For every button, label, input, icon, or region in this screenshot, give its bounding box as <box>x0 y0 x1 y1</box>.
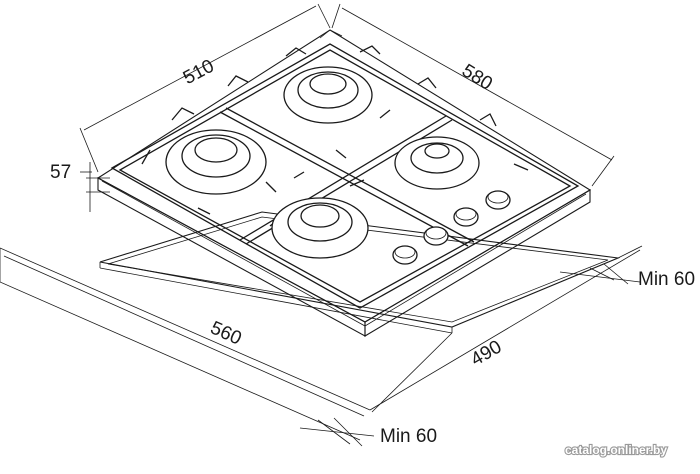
dimension-490-label: 490 <box>467 336 505 370</box>
watermark: catalog.onliner.by <box>565 443 667 457</box>
burner-left <box>165 129 267 195</box>
dimension-580-label: 580 <box>458 60 496 95</box>
burner-rear <box>283 66 373 124</box>
dimension-57-label: 57 <box>50 162 71 183</box>
clearance-front: Min 60 <box>299 417 437 447</box>
dimension-57: 57 <box>50 162 110 212</box>
pan-support-grates <box>110 43 580 309</box>
clearance-side-label: Min 60 <box>638 269 695 290</box>
knob-1[interactable] <box>392 245 418 265</box>
clearance-side: Min 60 <box>559 263 695 290</box>
burner-front <box>271 197 369 259</box>
control-knobs <box>392 190 511 265</box>
clearance-front-label: Min 60 <box>380 426 437 447</box>
knob-2[interactable] <box>423 226 449 246</box>
knob-4[interactable] <box>485 190 511 210</box>
burner-right <box>394 136 480 190</box>
dimension-490: 490 <box>369 245 643 413</box>
dimension-510-label: 510 <box>180 56 218 89</box>
hob-body <box>96 29 592 337</box>
knob-3[interactable] <box>453 207 479 227</box>
dimension-560-label: 560 <box>207 318 245 350</box>
